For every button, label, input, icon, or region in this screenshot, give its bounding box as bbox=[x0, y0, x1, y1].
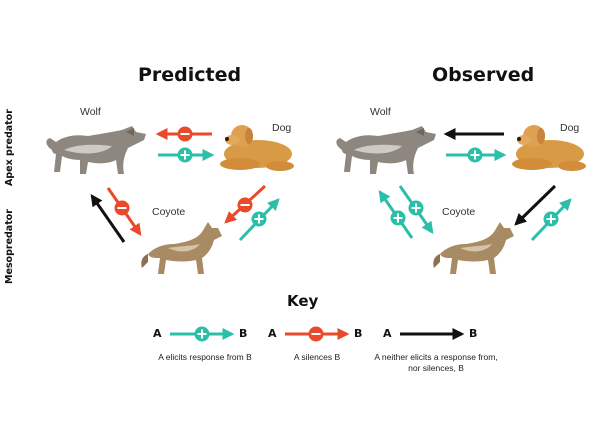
predicted-panel bbox=[46, 125, 294, 274]
key-legend bbox=[170, 326, 465, 342]
predicted-title: Predicted bbox=[138, 64, 242, 86]
key-letter-a: A bbox=[383, 327, 392, 340]
key-elicits-description: A elicits response from B bbox=[158, 352, 252, 362]
key-neither-description: A neither elicits a response from, nor s… bbox=[374, 352, 498, 373]
key-silences-description: A silences B bbox=[293, 352, 341, 362]
dog-label: Dog bbox=[560, 122, 580, 134]
observed-panel bbox=[336, 125, 586, 274]
wolf-image-predicted bbox=[46, 126, 146, 174]
key-letter-a: A bbox=[268, 327, 277, 340]
key-letter-b: B bbox=[469, 327, 478, 340]
coyote-label: Coyote bbox=[152, 206, 186, 218]
key-letter-a: A bbox=[153, 327, 162, 340]
arrow-coyote-to-wolf-neutral bbox=[90, 194, 126, 243]
mesopredator-label: Mesopredator bbox=[4, 209, 15, 284]
coyote-image-predicted bbox=[141, 222, 222, 274]
wolf-label: Wolf bbox=[370, 106, 391, 118]
coyote-image-observed bbox=[433, 222, 514, 274]
arrow-dog-to-coyote-neutral bbox=[514, 184, 557, 226]
apex-predator-label: Apex predator bbox=[4, 109, 15, 186]
wolf-label: Wolf bbox=[80, 106, 101, 118]
dog-label: Dog bbox=[272, 122, 292, 134]
key-letter-b: B bbox=[239, 327, 248, 340]
key-letter-b: B bbox=[354, 327, 363, 340]
observed-title: Observed bbox=[432, 64, 535, 86]
coyote-label: Coyote bbox=[442, 206, 476, 218]
wolf-image-observed bbox=[336, 126, 436, 174]
key-title: Key bbox=[287, 292, 319, 310]
